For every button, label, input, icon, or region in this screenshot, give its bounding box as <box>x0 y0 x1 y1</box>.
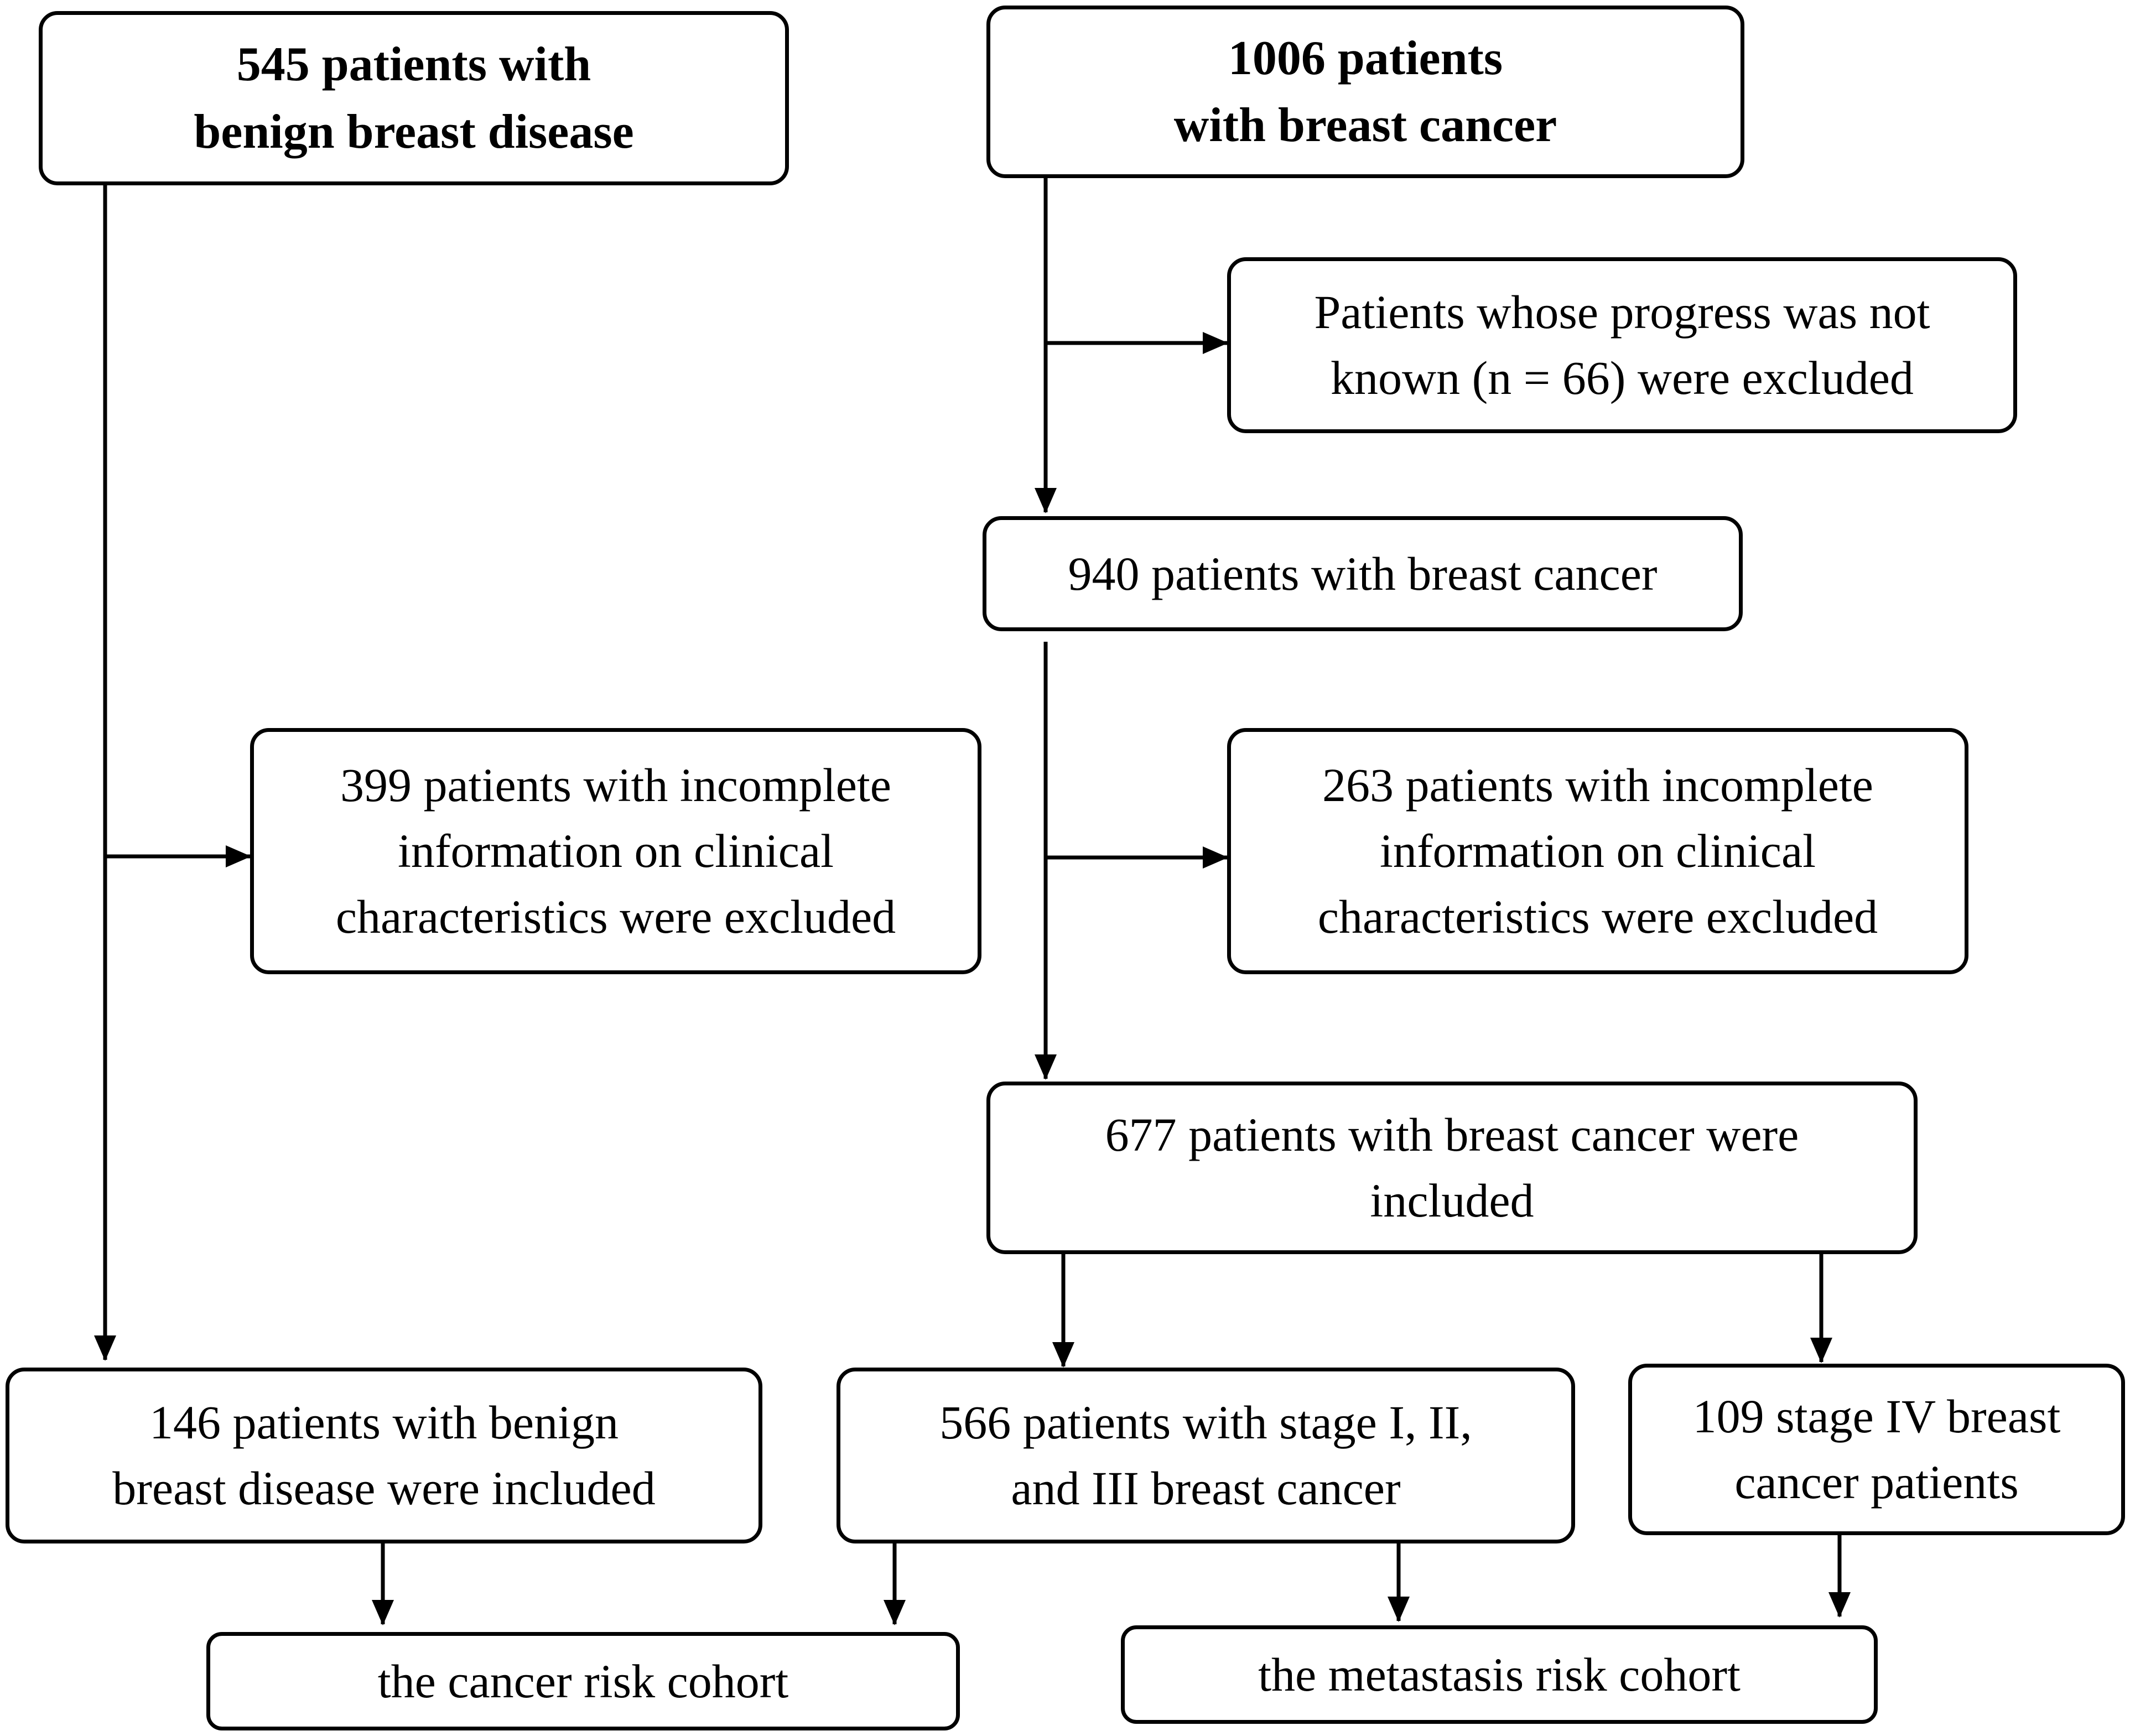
box-line: information on clinical <box>397 824 834 878</box>
box-line: the cancer risk cohort <box>377 1654 789 1708</box>
box-line: cancer patients <box>1734 1456 2019 1509</box>
box-line: 677 patients with breast cancer were <box>1105 1108 1799 1162</box>
box-line: information on clinical <box>1379 824 1816 878</box>
box-line: characteristics were excluded <box>335 890 896 943</box>
box-line: benign breast disease <box>194 105 634 159</box>
cancer-940-box: 940 patients with breast cancer <box>983 516 1743 631</box>
box-line: Patients whose progress was not <box>1314 285 1930 339</box>
benign-incomplete-box: 399 patients with incomplete information… <box>250 728 981 974</box>
box-line: 109 stage IV breast <box>1692 1390 2061 1443</box>
stage-1-3-box: 566 patients with stage I, II, and III b… <box>837 1368 1575 1543</box>
box-line: 545 patients with <box>236 38 591 92</box>
box-line: 940 patients with breast cancer <box>1068 547 1658 600</box>
box-line: characteristics were excluded <box>1317 890 1878 943</box>
box-line: known (n = 66) were excluded <box>1331 351 1914 404</box>
box-line: breast disease were included <box>112 1462 656 1515</box>
box-line: 263 patients with incomplete <box>1322 758 1873 812</box>
cancer-total-box: 1006 patients with breast cancer <box>986 6 1744 178</box>
box-line: 566 patients with stage I, II, <box>939 1396 1472 1449</box>
box-line: 1006 patients <box>1228 31 1503 85</box>
box-line: and III breast cancer <box>1011 1462 1401 1515</box>
box-line: 399 patients with incomplete <box>340 758 891 812</box>
metastasis-risk-cohort-box: the metastasis risk cohort <box>1121 1625 1878 1724</box>
box-line: included <box>1370 1174 1534 1227</box>
benign-included-box: 146 patients with benign breast disease … <box>6 1368 762 1543</box>
cancer-risk-cohort-box: the cancer risk cohort <box>206 1632 960 1730</box>
box-line: with breast cancer <box>1173 98 1557 152</box>
box-line: the metastasis risk cohort <box>1258 1647 1741 1701</box>
box-line: 146 patients with benign <box>149 1396 619 1449</box>
cancer-677-box: 677 patients with breast cancer were inc… <box>986 1082 1918 1254</box>
benign-total-box: 545 patients with benign breast disease <box>39 11 789 185</box>
stage-4-box: 109 stage IV breast cancer patients <box>1628 1364 2125 1535</box>
progress-excluded-box: Patients whose progress was not known (n… <box>1227 257 2017 433</box>
cancer-incomplete-box: 263 patients with incomplete information… <box>1227 728 1968 974</box>
